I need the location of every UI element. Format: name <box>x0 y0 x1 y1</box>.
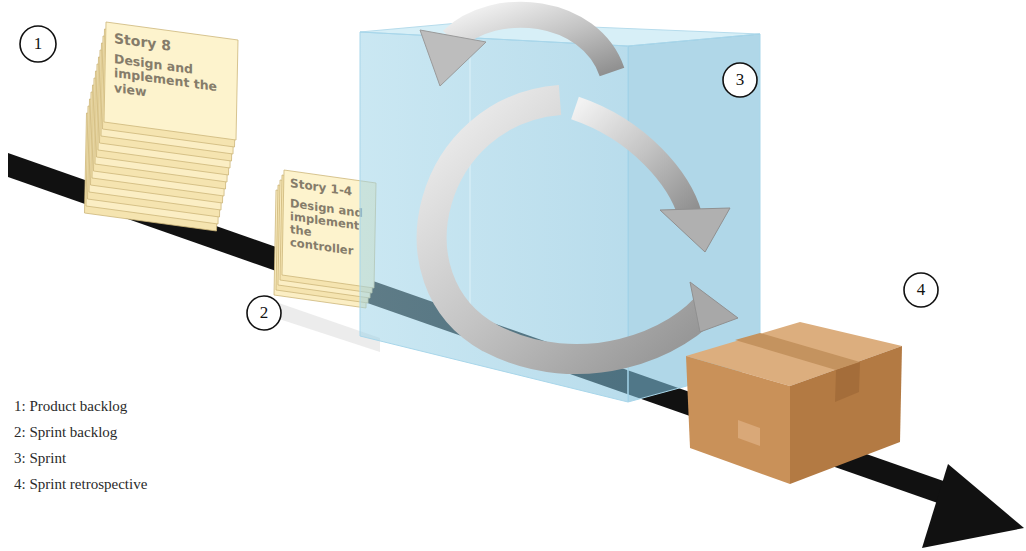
callout-number: 3 <box>722 62 758 98</box>
legend-note: 2: Sprint backlog <box>14 424 117 441</box>
parcel-front <box>686 356 790 484</box>
flow-arrow-head <box>922 464 1024 548</box>
loop-arrow-head <box>660 208 730 252</box>
callout-number: 4 <box>903 272 939 308</box>
box-front <box>360 32 628 402</box>
loop-arrow <box>432 100 712 359</box>
card-stack-outline <box>78 22 243 234</box>
callout-number: 2 <box>246 295 282 331</box>
loop-arrow <box>452 15 612 72</box>
callout-circle-shape <box>723 63 757 97</box>
card-text: Story 1-4Design and implement the contro… <box>290 177 370 261</box>
loop-arrow-head <box>690 282 738 332</box>
callout-circle: 4 <box>903 272 939 308</box>
box-side <box>628 34 760 402</box>
callout-circle-shape <box>20 26 56 62</box>
parcel-side <box>790 346 902 484</box>
legend-note: 3: Sprint <box>14 450 66 467</box>
callout-circle-shape <box>904 273 938 307</box>
callout-circle: 3 <box>722 62 758 98</box>
parcel-tape <box>835 362 860 402</box>
box-top <box>360 22 760 46</box>
card-sheet <box>104 22 238 140</box>
callout-circle: 2 <box>246 295 282 331</box>
box-edge <box>469 22 471 310</box>
card-sheet <box>282 170 376 288</box>
card-body: Design and implement the controller <box>290 197 370 261</box>
legend-note: 4: Sprint retrospective <box>14 476 147 493</box>
loop-arrow-head <box>420 30 486 86</box>
callout-circle: 1 <box>19 25 57 63</box>
card-stack: Story 1-4Design and implement the contro… <box>268 170 380 320</box>
parcel-label <box>738 420 760 446</box>
parcel-top <box>686 322 902 386</box>
loop-arrow <box>575 108 690 215</box>
callout-number: 1 <box>19 25 57 63</box>
legend-note: 1: Product backlog <box>14 398 127 415</box>
callout-circle-shape <box>247 296 281 330</box>
parcel-tape <box>735 333 860 370</box>
card-stack: Story 8Design and implement the view <box>78 22 243 234</box>
